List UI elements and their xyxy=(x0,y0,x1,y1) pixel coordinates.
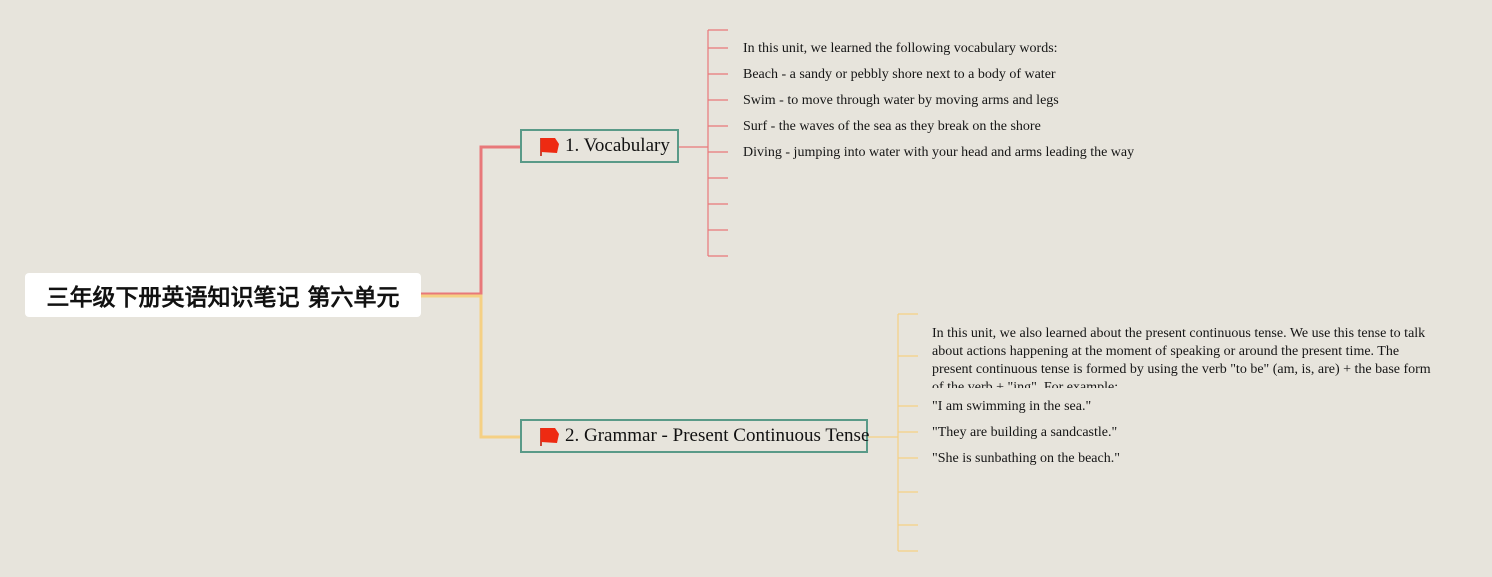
grammar-leaf[interactable]: "I am swimming in the sea." xyxy=(932,399,1092,414)
vocabulary-leaf[interactable]: Swim - to move through water by moving a… xyxy=(743,93,1059,108)
red-flag-icon xyxy=(540,428,559,446)
grammar-leaf[interactable]: "She is sunbathing on the beach." xyxy=(932,451,1120,466)
grammar-leaf[interactable]: "They are building a sandcastle." xyxy=(932,425,1118,440)
topic-vocabulary-label: 1. Vocabulary xyxy=(565,135,670,156)
topic-vocabulary[interactable]: 1. Vocabulary xyxy=(520,129,679,163)
vocabulary-leaf[interactable]: In this unit, we learned the following v… xyxy=(743,41,1058,56)
vocabulary-leaf[interactable]: Surf - the waves of the sea as they brea… xyxy=(743,119,1041,134)
grammar-leaf[interactable]: In this unit, we also learned about the … xyxy=(932,326,1431,388)
branch-line-vocabulary xyxy=(421,145,520,296)
topic-grammar-label: 2. Grammar - Present Continuous Tense xyxy=(565,425,870,446)
grammar-leaf-connectors xyxy=(868,313,918,552)
root-topic-title: 三年级下册英语知识笔记 第六单元 xyxy=(46,285,400,311)
root-topic[interactable]: 三年级下册英语知识笔记 第六单元 xyxy=(25,273,421,317)
vocabulary-leaf-connectors xyxy=(679,29,728,257)
vocabulary-leaf[interactable]: Diving - jumping into water with your he… xyxy=(743,145,1135,160)
red-flag-icon xyxy=(540,138,559,156)
branch-line-grammar xyxy=(421,294,520,439)
vocabulary-leaf[interactable]: Beach - a sandy or pebbly shore next to … xyxy=(743,67,1056,82)
topic-grammar[interactable]: 2. Grammar - Present Continuous Tense xyxy=(520,419,870,453)
